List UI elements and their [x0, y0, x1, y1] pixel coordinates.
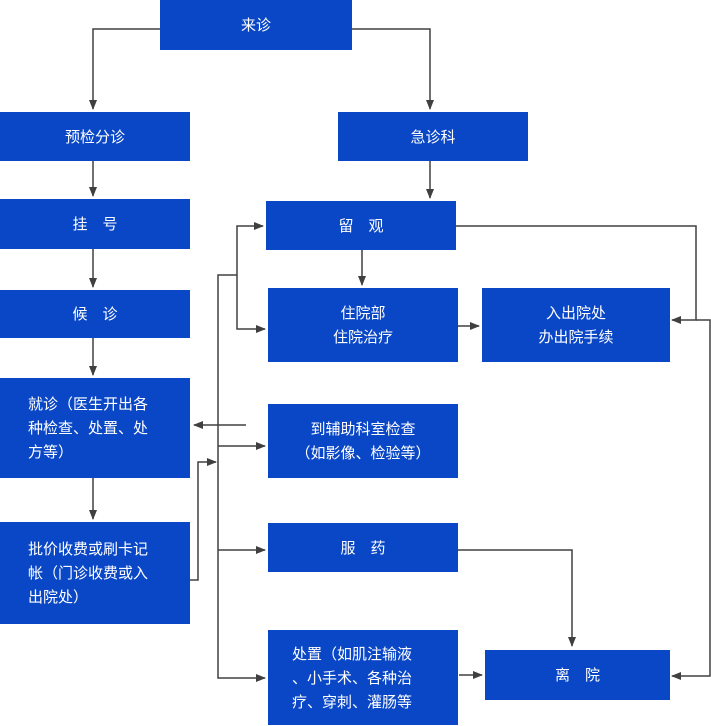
edge-main-branch	[217, 274, 266, 682]
node-register: 挂 号	[0, 199, 190, 249]
edge-billing-branch	[190, 458, 217, 581]
node-medication: 服 药	[268, 523, 458, 572]
node-inpatient-label: 住院部 住院治疗	[332, 304, 393, 346]
node-medication-label: 服 药	[340, 538, 386, 557]
node-auxiliary-exam-label: 到辅助科室检查 （如影像、检验等）	[295, 420, 431, 462]
edge-bracket-observation	[236, 222, 264, 275]
node-consultation: 就诊（医生开出各 种检查、处置、处 方等）	[0, 378, 190, 478]
node-emergency: 急诊科	[338, 112, 528, 161]
node-treatment: 处置（如肌注输液 、小手术、各种治 疗、穿刺、灌肠等	[268, 630, 458, 725]
node-observation-label: 留 观	[338, 216, 384, 235]
node-waiting-label: 候 诊	[72, 305, 118, 323]
node-admission-label: 入出院处 办出院手续	[538, 304, 614, 346]
edge-observation-admission	[455, 225, 697, 324]
node-register-label: 挂 号	[72, 215, 118, 233]
node-consultation-label: 就诊（医生开出各 种检查、处置、处 方等）	[28, 395, 149, 461]
edge-start-triage	[89, 28, 160, 110]
node-billing: 批价收费或刷卡记 帐（门诊收费或入 出院处）	[0, 522, 190, 624]
node-triage: 预检分诊	[0, 112, 190, 161]
node-waiting: 候 诊	[0, 290, 190, 338]
node-treatment-label: 处置（如肌注输液 、小手术、各种治 疗、穿刺、灌肠等	[292, 644, 413, 711]
node-auxiliary-exam: 到辅助科室检查 （如影像、检验等）	[268, 404, 458, 478]
node-billing-label: 批价收费或刷卡记 帐（门诊收费或入 出院处）	[28, 540, 149, 606]
node-inpatient: 住院部 住院治疗	[268, 288, 458, 362]
edge-start-emergency	[352, 28, 434, 110]
node-departure-label: 离 院	[554, 666, 600, 684]
node-admission: 入出院处 办出院手续	[482, 288, 670, 362]
node-observation: 留 观	[266, 201, 456, 250]
node-start-label: 来诊	[240, 16, 271, 34]
edge-observation-departure	[671, 319, 711, 680]
node-emergency-label: 急诊科	[410, 127, 456, 146]
edge-medication-departure	[457, 549, 576, 647]
node-start: 来诊	[160, 0, 352, 50]
edge-bracket-inpatient	[236, 275, 266, 333]
node-triage-label: 预检分诊	[64, 127, 125, 146]
node-departure: 离 院	[485, 650, 670, 700]
